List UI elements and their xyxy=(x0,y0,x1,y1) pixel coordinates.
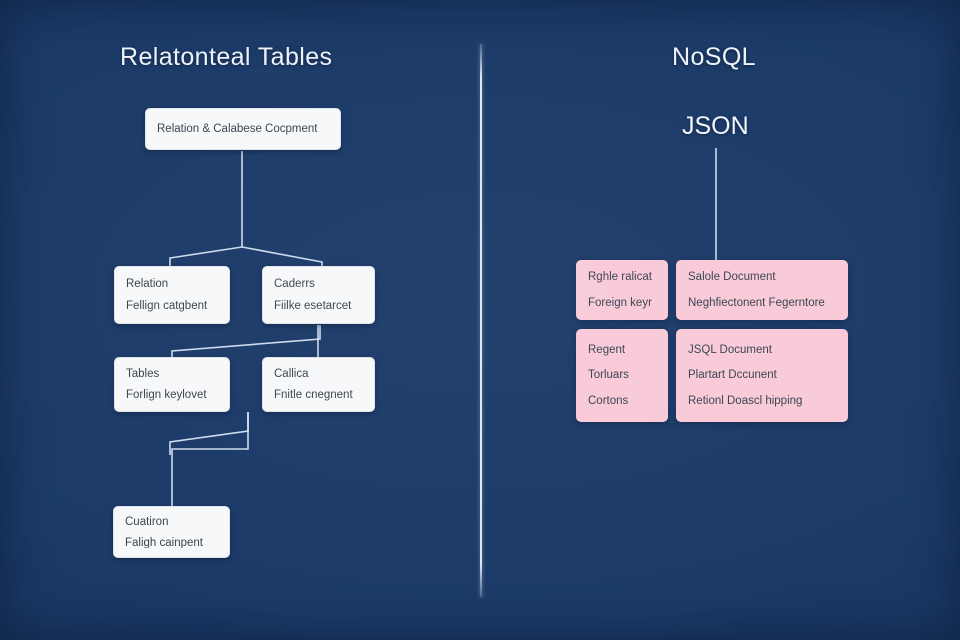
pnode-jsql-document[interactable]: JSQL Document Plartart Dccunent Retionl … xyxy=(676,329,848,422)
node-tables[interactable]: Tables Forlign keylovet xyxy=(114,357,230,412)
node-relation[interactable]: Relation Fellign catgbent xyxy=(114,266,230,324)
pnode-regent-line1: Regent xyxy=(588,344,626,357)
connector-row3-to-cuatiron-2 xyxy=(171,412,249,506)
node-callica[interactable]: Callica Fnitle cnegnent xyxy=(262,357,375,412)
node-relation-line2: Fellign catgbent xyxy=(126,299,208,312)
node-root-line1: Relation & Calabese Cocpment xyxy=(157,122,318,135)
pnode-foreign-keys[interactable]: Rghle ralicat Foreign keyr xyxy=(576,260,668,320)
connector-root-to-caderrs xyxy=(241,246,323,266)
connector-row3-to-cuatiron xyxy=(169,412,249,455)
pnode-jsql-document-line3: Retionl Doascl hipping xyxy=(688,394,803,407)
node-cuatiron-line2: Faligh cainpent xyxy=(125,536,203,548)
node-caderrs-line2: Fiilke esetarcet xyxy=(274,299,352,312)
pnode-foreign-keys-line2: Foreign keyr xyxy=(588,296,652,309)
connector-caderrs-to-tables xyxy=(171,325,321,357)
panel-divider xyxy=(480,44,482,597)
node-relation-line1: Relation xyxy=(126,278,169,291)
pnode-regent-line2: Torluars xyxy=(588,369,629,382)
node-cuatiron-line1: Cuatiron xyxy=(125,516,169,528)
node-tables-line2: Forlign keylovet xyxy=(126,389,207,401)
connector-root-to-relation xyxy=(169,246,243,266)
pnode-jsql-document-line2: Plartart Dccunent xyxy=(688,369,777,382)
node-caderrs-line1: Caderrs xyxy=(274,278,315,291)
node-tables-line1: Tables xyxy=(126,367,160,380)
node-callica-line1: Callica xyxy=(274,367,309,380)
pnode-sample-document[interactable]: Salole Document Neghfiectonent Fegerntor… xyxy=(676,260,848,320)
pnode-regent[interactable]: Regent Torluars Cortons xyxy=(576,329,668,422)
right-panel-title: NoSQL xyxy=(672,43,756,71)
node-caderrs[interactable]: Caderrs Fiilke esetarcet xyxy=(262,266,375,324)
pnode-regent-line3: Cortons xyxy=(588,394,629,407)
pnode-jsql-document-line1: JSQL Document xyxy=(688,344,772,357)
left-panel-title: Relatonteal Tables xyxy=(120,43,333,71)
pnode-sample-document-line2: Neghfiectonent Fegerntore xyxy=(688,296,825,309)
right-panel-subtitle: JSON xyxy=(682,112,749,140)
node-root[interactable]: Relation & Calabese Cocpment xyxy=(145,108,341,150)
node-callica-line2: Fnitle cnegnent xyxy=(274,389,353,401)
pnode-foreign-keys-line1: Rghle ralicat xyxy=(588,271,652,284)
pnode-sample-document-line1: Salole Document xyxy=(688,271,776,284)
node-cuatiron[interactable]: Cuatiron Faligh cainpent xyxy=(113,506,230,558)
